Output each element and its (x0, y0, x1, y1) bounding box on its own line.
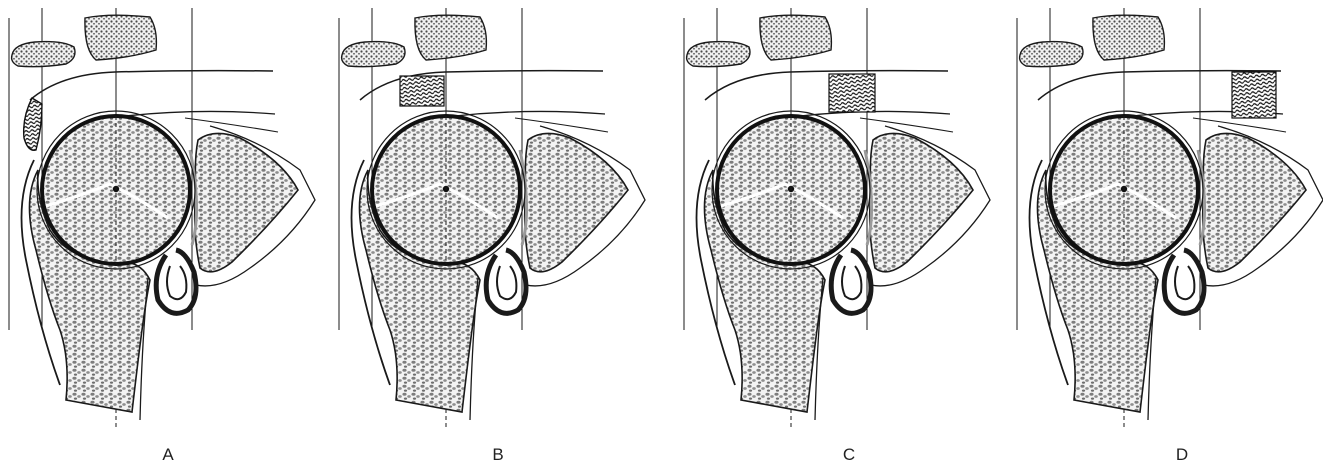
panel-label-c: C (843, 445, 855, 464)
tear-marking-a (24, 98, 42, 150)
panel-label-d: D (1176, 445, 1188, 464)
panel-b: B (339, 8, 645, 464)
panel-d: D (1017, 8, 1323, 464)
panel-label-a: A (162, 445, 174, 464)
panel-c: C (684, 8, 990, 464)
panel-a: A (9, 8, 315, 464)
tear-marking-d (1232, 72, 1276, 118)
panel-label-b: B (492, 445, 503, 464)
tear-marking-c (829, 74, 875, 112)
tear-marking-b (400, 76, 444, 106)
